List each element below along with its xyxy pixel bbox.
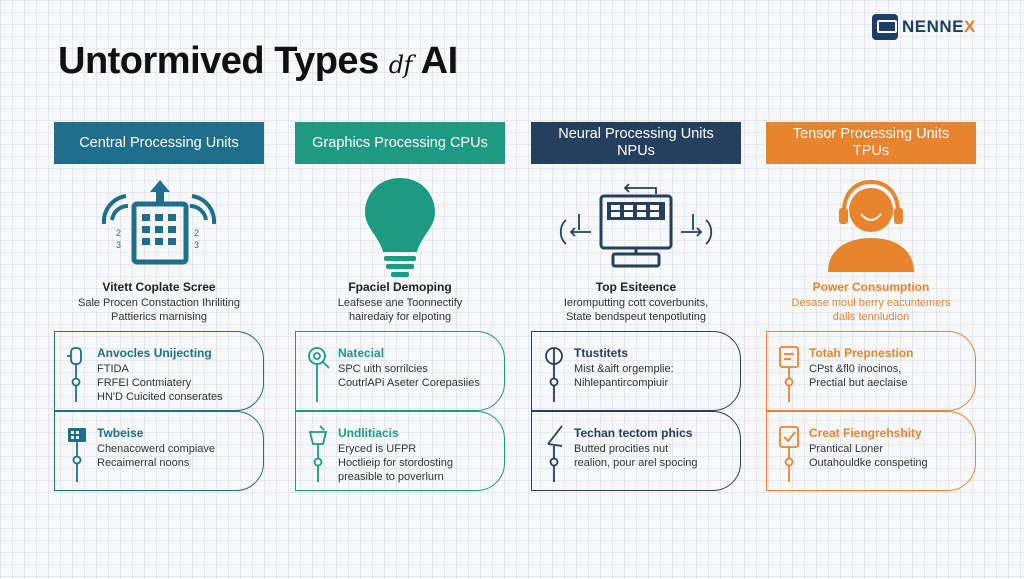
feature-card: Totah Prepnestion CPst &fl0 inocinos, Pr… xyxy=(766,331,976,411)
logo-mark-icon xyxy=(872,14,898,40)
card-description: FTIDA FRFEI Contmiatery HN'D Cuicited co… xyxy=(97,363,223,403)
svg-text:2: 2 xyxy=(194,228,199,238)
card-description: Mist &aift orgemplie: Nihlepantircompiui… xyxy=(574,363,674,389)
svg-text:3: 3 xyxy=(116,240,121,250)
gauge-probe-icon xyxy=(545,347,563,402)
person-headset-icon xyxy=(828,179,914,272)
card-description: Butted procities nut realion, pour arel … xyxy=(574,443,698,469)
npu-board-icon xyxy=(559,183,713,268)
microscope-icon xyxy=(67,347,82,402)
title-main: Untormived Types xyxy=(58,40,379,82)
logo-text-main: NENNE xyxy=(902,17,965,36)
card-description: Eryced is UFPR Hoctlieip for stordosting… xyxy=(338,443,453,483)
column-subtitle: Power Consumption xyxy=(812,280,930,294)
feature-card: Twbeise Chenacowerd compiave Recaimerral… xyxy=(54,411,264,491)
brand-logo: NENNEX xyxy=(872,14,976,40)
card-title: Twbeise xyxy=(97,426,144,440)
card-title: Anvocles Unijecting xyxy=(97,346,212,360)
column-header: Tensor Processing Units TPUs xyxy=(766,122,976,164)
column-header: Graphics Processing CPUs xyxy=(295,122,505,164)
feature-card: Anvocles Unijecting FTIDA FRFEI Contmiat… xyxy=(54,331,264,411)
card-title: Creat Fiengrehshity xyxy=(809,426,922,440)
column-subtitle: Vitett Coplate Scree xyxy=(102,280,216,294)
card-description: Prantical Loner Outahouldke conspeting xyxy=(809,443,928,469)
column-description: Ieromputting cott coverbunits, State ben… xyxy=(563,297,709,323)
card-title: Techan tectom phics xyxy=(574,426,693,440)
card-title: Undlitiacis xyxy=(338,426,399,440)
card-title: Natecial xyxy=(338,346,385,360)
column-tpu: Tensor Processing Units TPUs Power Consu… xyxy=(766,122,976,492)
card-description: SPC uith sorrilcies CoutrlAPi Aseter Cor… xyxy=(338,363,480,389)
column-description: Desase moul berry eacuntemers dalls tenn… xyxy=(791,297,951,323)
circuit-board-icon xyxy=(68,428,86,482)
title-end: AI xyxy=(420,40,459,82)
feature-card: Creat Fiengrehshity Prantical Loner Outa… xyxy=(766,411,976,491)
svg-text:2: 2 xyxy=(116,228,121,238)
column-description: Leafsese ane Toonnectify hairedaiy for e… xyxy=(337,297,463,323)
logo-text: NENNEX xyxy=(902,17,976,37)
column-subtitle: Top Esiteence xyxy=(595,280,677,294)
feature-card: Ttustitets Mist &aift orgemplie: Nihlepa… xyxy=(531,331,741,411)
feature-card: Techan tectom phics Butted procities nut… xyxy=(531,411,741,491)
column-gpu: Graphics Processing CPUs Fpaciel Demopin… xyxy=(295,122,505,492)
feature-card: Undlitiacis Eryced is UFPR Hoctlieip for… xyxy=(295,411,505,491)
magnifier-gear-icon xyxy=(308,347,330,402)
column-npu: Neural Processing Units NPUs Top Esiteen… xyxy=(531,122,741,492)
title-joiner: df xyxy=(388,51,413,79)
column-subtitle: Fpaciel Demoping xyxy=(348,280,452,294)
lightbulb-icon xyxy=(365,178,435,277)
column-description: Sale Procen Constaction Ihriliting Patti… xyxy=(77,297,241,323)
feature-card: Natecial SPC uith sorrilcies CoutrlAPi A… xyxy=(295,331,505,411)
cpu-chip-signal-icon: 2 3 2 3 xyxy=(101,180,217,265)
column-header: Central Processing Units xyxy=(54,122,264,164)
column-cpu: Central Processing Units 2 3 2 3 Vitett … xyxy=(54,122,264,492)
card-title: Ttustitets xyxy=(574,346,628,360)
page-title: Untormived Types df AI xyxy=(58,40,458,83)
compass-tool-icon xyxy=(547,425,563,482)
card-description: Chenacowerd compiave Recaimerral noons xyxy=(97,443,216,469)
document-graph-icon xyxy=(779,346,799,402)
beaker-icon xyxy=(308,425,328,482)
card-title: Totah Prepnestion xyxy=(809,346,914,360)
svg-text:3: 3 xyxy=(194,240,199,250)
logo-text-accent: X xyxy=(964,17,976,36)
document-check-icon xyxy=(779,426,799,482)
card-description: CPst &fl0 inocinos, Prectial but aeclais… xyxy=(809,363,908,389)
column-header: Neural Processing Units NPUs xyxy=(531,122,741,164)
